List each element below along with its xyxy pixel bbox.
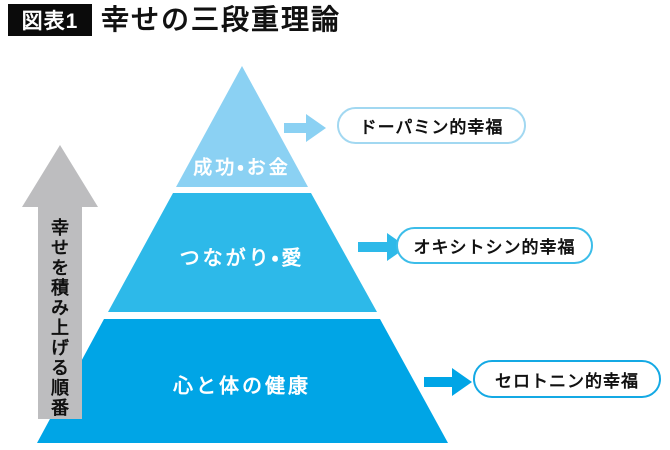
tier-label-success-money: 成功・お金 xyxy=(193,157,291,179)
figure-tag-badge: 図表1 xyxy=(8,4,92,36)
figure-header: 図表1 幸せの三段重理論 xyxy=(8,4,341,36)
pyramid-tier-bottom xyxy=(37,319,448,443)
tier-label-connection-love: つながり・愛 xyxy=(179,247,305,270)
pyramid-tier-top xyxy=(176,66,308,187)
connector-arrow-serotonin xyxy=(424,368,472,396)
figure-title: 幸せの三段重理論 xyxy=(101,4,342,35)
connector-arrow-dopamine xyxy=(284,114,326,142)
pill-dopamine-happiness: ドーパミン的幸福 xyxy=(337,107,526,144)
build-order-label: 幸せを積み上げる順番 xyxy=(49,218,69,418)
pill-oxytocin-happiness: オキシトシン的幸福 xyxy=(396,227,593,264)
pill-serotonin-happiness: セロトニン的幸福 xyxy=(473,360,661,398)
build-order-up-arrow xyxy=(22,145,98,419)
pyramid-tier-middle xyxy=(108,193,377,312)
tier-label-mind-body-health: 心と体の健康 xyxy=(173,375,311,398)
connector-arrow-oxytocin xyxy=(358,233,407,261)
